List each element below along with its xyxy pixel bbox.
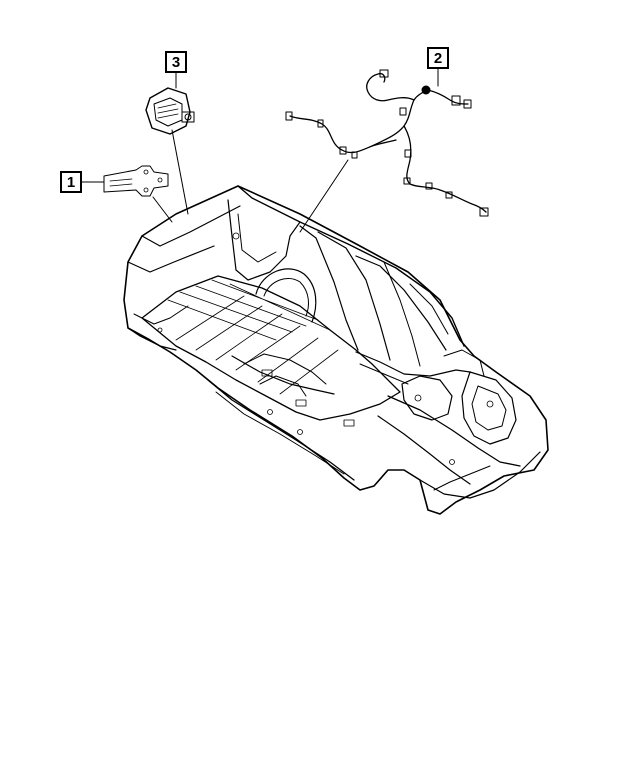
vehicle-body-frame xyxy=(123,185,549,515)
wiring-harness-part xyxy=(285,69,489,217)
module-part xyxy=(145,87,195,135)
callout-2-label: 2 xyxy=(427,47,449,69)
callout-3-label: 3 xyxy=(165,51,187,73)
leader-lines xyxy=(81,68,439,233)
bracket-part xyxy=(103,165,169,197)
callout-1-label: 1 xyxy=(60,171,82,193)
